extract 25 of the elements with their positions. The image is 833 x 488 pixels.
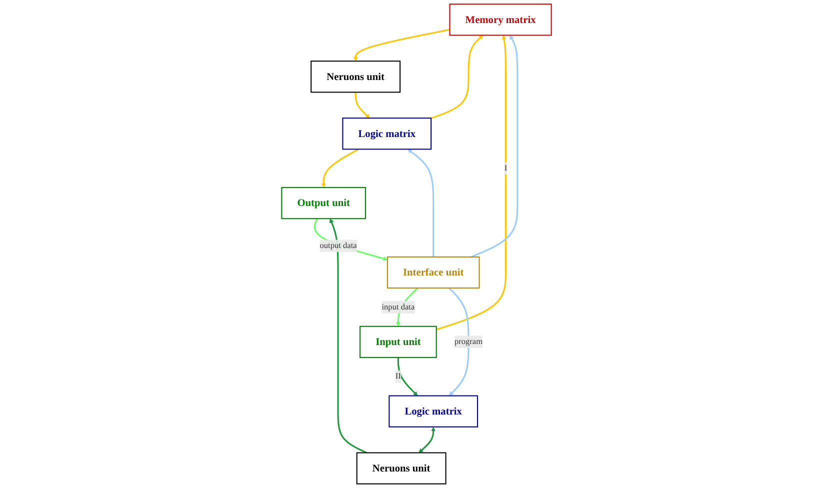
edge-label: I	[504, 164, 508, 173]
arrow	[448, 287, 470, 396]
node-box: Logic matrix	[342, 118, 432, 150]
arrow	[470, 35, 518, 258]
arrow	[407, 149, 434, 257]
arrow	[430, 35, 484, 119]
arrow	[321, 148, 359, 188]
arrow	[314, 218, 388, 261]
arrow	[436, 35, 506, 330]
edge-label: output data	[320, 241, 357, 250]
edge-label: program	[454, 337, 483, 346]
arrow	[330, 218, 368, 454]
node-box: Logic matrix	[388, 395, 478, 428]
arrow	[353, 28, 450, 62]
arrow	[397, 357, 418, 396]
node-box: Output unit	[281, 187, 366, 220]
arrow	[418, 426, 436, 453]
node-box: Input unit	[360, 326, 437, 358]
edge-label: input data	[382, 302, 415, 312]
node-box: Memory matrix	[449, 4, 552, 36]
edge-label: II	[395, 372, 401, 381]
node-box: Neruons unit	[310, 60, 401, 93]
node-box: Neruons unit	[356, 452, 446, 484]
node-box: Interface unit	[386, 256, 480, 289]
arrow	[354, 92, 370, 118]
